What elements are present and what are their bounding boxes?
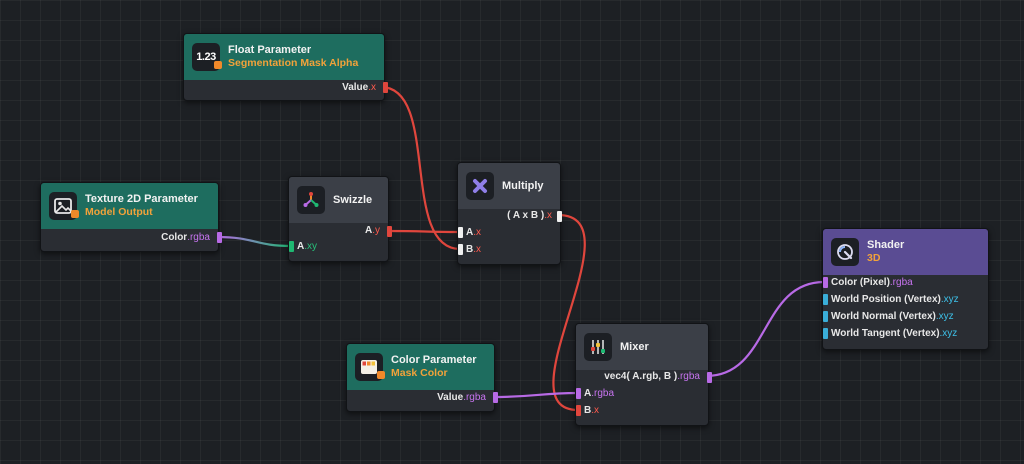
wire-swizzle-to-multiply-a[interactable] (385, 229, 461, 234)
multiply-header[interactable]: Multiply (458, 163, 560, 209)
node-subtitle: Mask Color (391, 367, 448, 379)
node-title: Float Parameter (228, 44, 312, 56)
wire-float-to-multiply-b[interactable] (380, 85, 461, 251)
image-icon (49, 192, 79, 220)
wire-color-to-mixer-a[interactable] (492, 391, 579, 399)
node-title: Texture 2D Parameter (85, 193, 198, 205)
color-parameter-header[interactable]: Color Parameter Mask Color (347, 344, 494, 390)
mixer-sliders-icon (584, 333, 612, 361)
swizzle-header[interactable]: Swizzle (289, 177, 388, 223)
input-port-label: World Normal (Vertex).xyz (831, 311, 954, 322)
mixer-header[interactable]: Mixer (576, 324, 708, 370)
texture-parameter-header[interactable]: Texture 2D Parameter Model Output (41, 183, 218, 229)
mixer-node[interactable]: Mixer vec4( A.rgb, B ).rgba A.rgba B.x (575, 323, 712, 426)
output-port-label: ( A x B ).x (507, 210, 552, 221)
input-port-label: World Tangent (Vertex).xyz (831, 328, 958, 339)
input-port-a[interactable] (576, 388, 581, 399)
node-subtitle: 3D (867, 252, 881, 264)
node-title: Swizzle (333, 193, 373, 206)
output-port-label: Value.rgba (437, 392, 486, 403)
output-port[interactable] (383, 82, 388, 93)
input-port-world-position[interactable] (823, 294, 828, 305)
color-parameter-node[interactable]: Color Parameter Mask Color Value.rgba (346, 343, 498, 412)
wire-texture-to-swizzle[interactable] (216, 235, 292, 248)
multiply-icon (466, 172, 494, 200)
input-port[interactable] (289, 241, 294, 252)
shader-node[interactable]: Shader 3D Color (Pixel).rgba World Posit… (822, 228, 989, 350)
input-port-label: B.x (584, 405, 600, 416)
swizzle-node[interactable]: Swizzle A.y A.xy (288, 176, 392, 262)
input-port-label: World Position (Vertex).xyz (831, 294, 959, 305)
input-port-label: A.rgba (584, 388, 615, 399)
input-port-color[interactable] (823, 277, 828, 288)
output-port-label: Color.rgba (161, 232, 210, 243)
node-subtitle: Model Output (85, 206, 153, 218)
output-port[interactable] (387, 226, 392, 237)
output-port[interactable] (217, 232, 222, 243)
float-parameter-node[interactable]: 1.23 Float Parameter Segmentation Mask A… (183, 33, 388, 101)
float-parameter-header[interactable]: 1.23 Float Parameter Segmentation Mask A… (184, 34, 384, 80)
input-port-world-normal[interactable] (823, 311, 828, 322)
wire-multiply-to-mixer-b[interactable] (552, 213, 586, 412)
input-port-label: Color (Pixel).rgba (831, 277, 913, 288)
output-port[interactable] (493, 392, 498, 403)
output-port-label: A.y (364, 225, 380, 236)
output-port-label: Value.x (342, 82, 376, 93)
input-port-label: A.xy (297, 241, 318, 252)
input-port-world-tangent[interactable] (823, 328, 828, 339)
input-port-label: A.x (466, 227, 482, 238)
shader-header[interactable]: Shader 3D (823, 229, 988, 275)
texture-2d-parameter-node[interactable]: Texture 2D Parameter Model Output Color.… (40, 182, 222, 252)
output-port-label: vec4( A.rgb, B ).rgba (604, 371, 700, 382)
output-port[interactable] (707, 372, 712, 383)
node-title: Color Parameter (391, 354, 477, 366)
color-palette-icon (355, 353, 385, 381)
node-title: Multiply (502, 179, 544, 192)
multiply-node[interactable]: Multiply ( A x B ).x A.x B.x (457, 162, 562, 265)
node-subtitle: Segmentation Mask Alpha (228, 57, 359, 69)
swizzle-icon (297, 186, 325, 214)
shader-icon (831, 238, 859, 266)
input-port-b[interactable] (458, 244, 463, 255)
input-port-b[interactable] (576, 405, 581, 416)
node-title: Mixer (620, 340, 649, 353)
wire-mixer-to-shader[interactable] (705, 280, 825, 378)
node-title: Shader (867, 239, 905, 251)
input-port-label: B.x (466, 244, 482, 255)
float-number-icon: 1.23 (192, 43, 222, 71)
output-port[interactable] (557, 211, 562, 222)
input-port-a[interactable] (458, 227, 463, 238)
